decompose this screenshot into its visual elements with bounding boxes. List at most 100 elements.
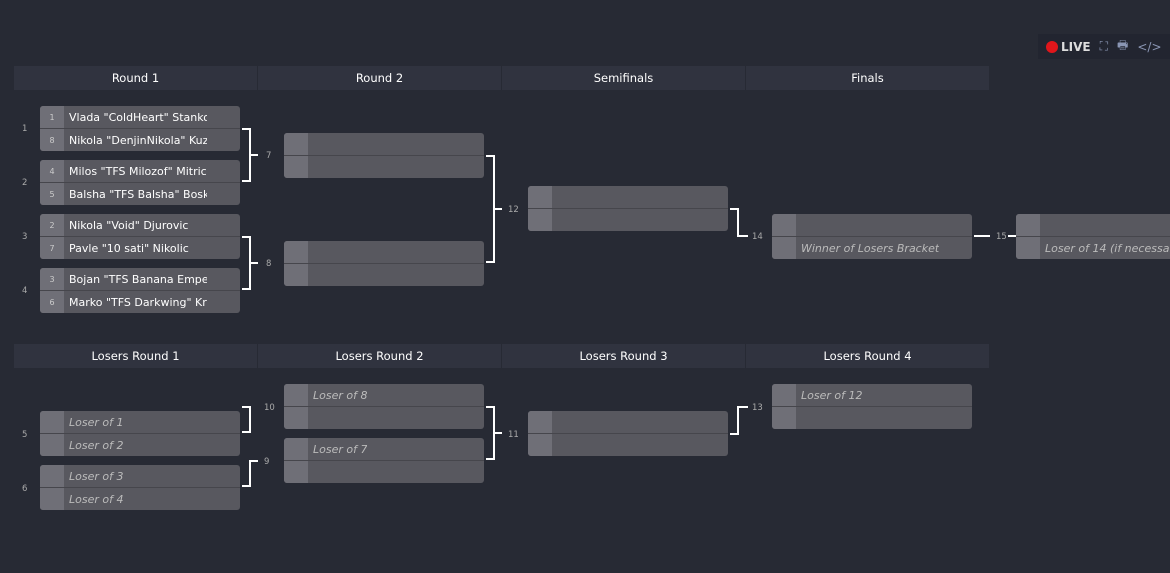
round-header: Losers Round 3 bbox=[502, 344, 746, 368]
round-header: Finals bbox=[746, 66, 990, 90]
match-8[interactable] bbox=[284, 241, 484, 286]
match-participant[interactable] bbox=[528, 208, 728, 231]
match-participant[interactable] bbox=[528, 186, 728, 208]
seed bbox=[284, 407, 308, 429]
seed bbox=[284, 156, 308, 178]
seed bbox=[40, 411, 64, 433]
match-10[interactable]: Loser of 8 bbox=[284, 384, 484, 429]
match-number: 11 bbox=[508, 430, 519, 440]
participant-name: Bojan "TFS Banana Empero bbox=[69, 272, 207, 286]
live-dot-icon bbox=[1046, 40, 1058, 53]
match-number: 6 bbox=[22, 484, 28, 494]
match-participant[interactable] bbox=[284, 460, 484, 483]
print-icon[interactable]: 🖶 bbox=[1117, 38, 1129, 52]
seed: 3 bbox=[40, 268, 64, 290]
participant-name: Winner of Losers Bracket bbox=[801, 241, 940, 255]
seed bbox=[40, 434, 64, 456]
losers-round-headers: Losers Round 1 Losers Round 2 Losers Rou… bbox=[14, 344, 990, 368]
fullscreen-icon[interactable]: ⛶ bbox=[1099, 39, 1109, 53]
match-number: 7 bbox=[266, 151, 272, 161]
match-participant[interactable] bbox=[284, 241, 484, 263]
seed bbox=[284, 438, 308, 460]
match-participant[interactable] bbox=[284, 155, 484, 178]
seed bbox=[1016, 237, 1040, 259]
match-6[interactable]: Loser of 3 Loser of 4 bbox=[40, 465, 240, 510]
match-participant[interactable]: Loser of 1 bbox=[40, 411, 240, 433]
seed bbox=[284, 461, 308, 483]
match-participant[interactable] bbox=[284, 133, 484, 155]
match-11[interactable] bbox=[528, 411, 728, 456]
participant-name: Loser of 3 bbox=[69, 469, 124, 483]
seed: 4 bbox=[40, 160, 64, 182]
match-number: 1 bbox=[22, 124, 28, 134]
match-15[interactable]: Loser of 14 (if necessary) bbox=[1016, 214, 1170, 259]
seed bbox=[1016, 214, 1040, 236]
match-participant[interactable]: Loser of 3 bbox=[40, 465, 240, 487]
seed bbox=[528, 434, 552, 456]
match-participant[interactable] bbox=[1016, 214, 1170, 236]
match-participant[interactable]: Loser of 2 bbox=[40, 433, 240, 456]
seed bbox=[40, 465, 64, 487]
seed: 6 bbox=[40, 291, 64, 313]
match-participant[interactable]: Loser of 7 bbox=[284, 438, 484, 460]
match-number: 3 bbox=[22, 232, 28, 242]
match-12[interactable] bbox=[528, 186, 728, 231]
participant-name: Loser of 14 (if necessary) bbox=[1045, 241, 1170, 255]
match-participant[interactable] bbox=[772, 214, 972, 236]
participant-name: Loser of 4 bbox=[69, 492, 124, 506]
match-participant[interactable]: Loser of 8 bbox=[284, 384, 484, 406]
participant-name: Nikola "Void" Djurovic bbox=[69, 218, 189, 232]
match-number: 13 bbox=[752, 403, 763, 413]
match-participant[interactable]: Winner of Losers Bracket bbox=[772, 236, 972, 259]
toolbar: LIVE ⛶ 🖶 </> bbox=[1038, 34, 1170, 59]
seed bbox=[284, 264, 308, 286]
seed bbox=[772, 407, 796, 429]
match-number: 12 bbox=[508, 205, 519, 215]
seed: 1 bbox=[40, 106, 64, 128]
match-participant[interactable]: 3 Bojan "TFS Banana Empero bbox=[40, 268, 240, 290]
match-13[interactable]: Loser of 12 bbox=[772, 384, 972, 429]
seed bbox=[284, 241, 308, 263]
match-participant[interactable] bbox=[528, 411, 728, 433]
match-number: 9 bbox=[264, 457, 270, 467]
match-participant[interactable] bbox=[528, 433, 728, 456]
match-7[interactable] bbox=[284, 133, 484, 178]
round-header: Semifinals bbox=[502, 66, 746, 90]
participant-name: Loser of 12 bbox=[801, 388, 863, 402]
seed bbox=[772, 214, 796, 236]
match-number: 2 bbox=[22, 178, 28, 188]
match-number: 15 bbox=[996, 232, 1007, 242]
participant-name: Loser of 7 bbox=[313, 442, 368, 456]
match-number: 8 bbox=[266, 259, 272, 269]
match-participant[interactable]: Loser of 4 bbox=[40, 487, 240, 510]
embed-code-icon[interactable]: </> bbox=[1137, 39, 1162, 54]
match-participant[interactable] bbox=[772, 406, 972, 429]
seed: 7 bbox=[40, 237, 64, 259]
seed bbox=[284, 384, 308, 406]
match-14[interactable]: Winner of Losers Bracket bbox=[772, 214, 972, 259]
match-participant[interactable]: Loser of 12 bbox=[772, 384, 972, 406]
participant-name: Nikola "DenjinNikola" Kuzm bbox=[69, 133, 207, 147]
seed bbox=[528, 411, 552, 433]
match-number: 4 bbox=[22, 286, 28, 296]
match-9[interactable]: Loser of 7 bbox=[284, 438, 484, 483]
match-participant[interactable] bbox=[284, 406, 484, 429]
match-participant[interactable]: Loser of 14 (if necessary) bbox=[1016, 236, 1170, 259]
match-participant[interactable] bbox=[284, 263, 484, 286]
seed bbox=[40, 488, 64, 510]
seed bbox=[528, 209, 552, 231]
live-button[interactable]: LIVE bbox=[1046, 40, 1091, 54]
